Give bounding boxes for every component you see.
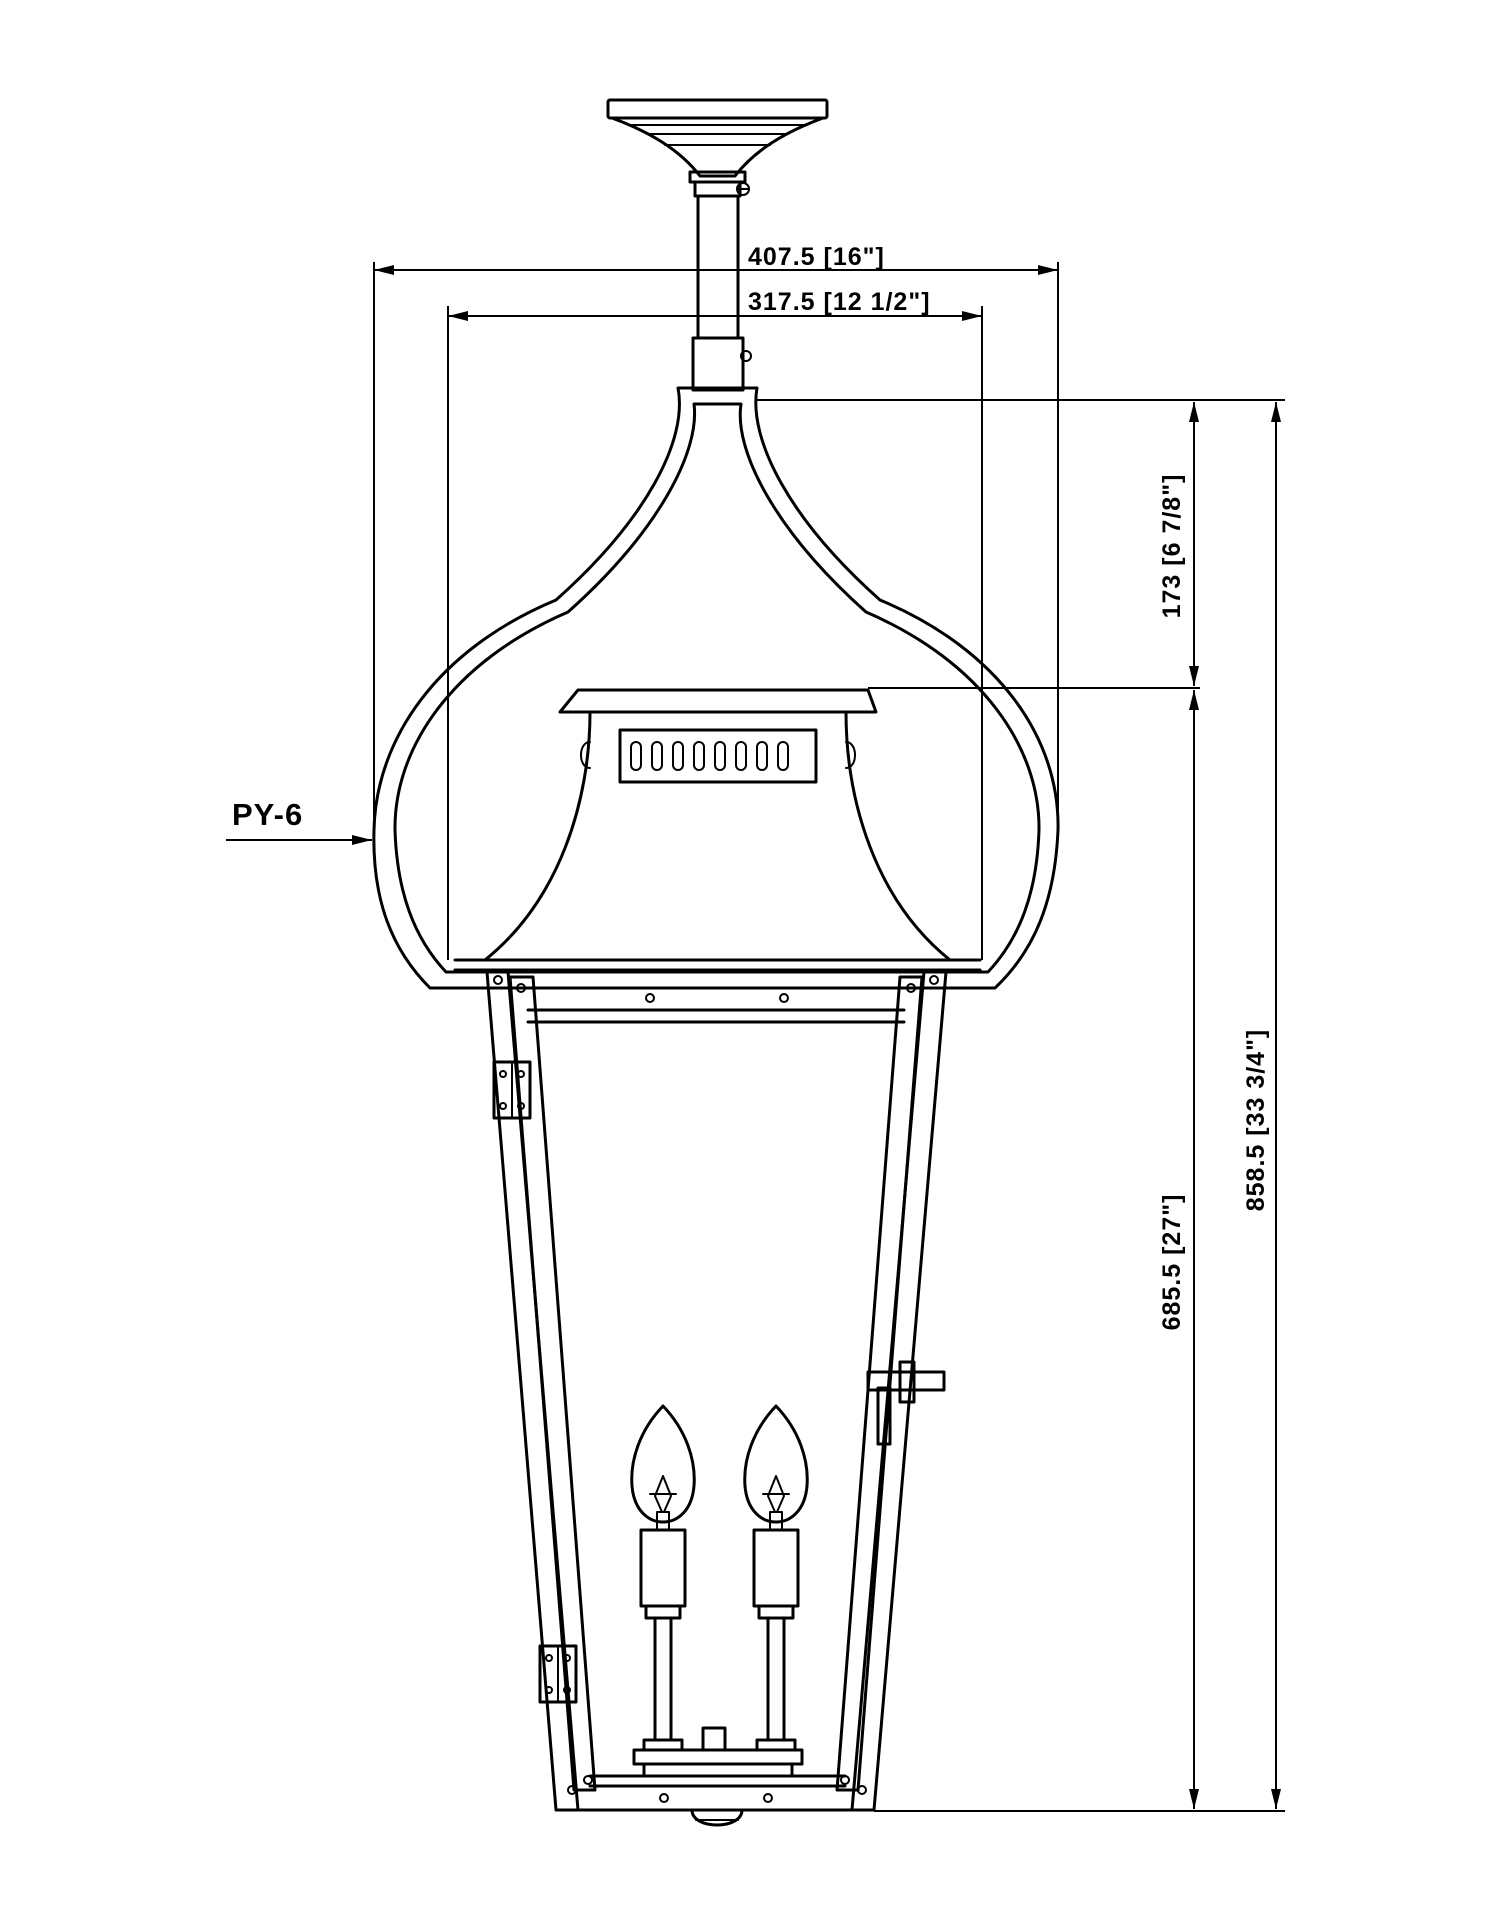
candle-cluster-base bbox=[632, 1726, 804, 1778]
dim-overall-width bbox=[373, 262, 1059, 835]
candle-bulb-left bbox=[630, 1404, 696, 1531]
pendant-stem bbox=[691, 194, 745, 392]
top-height-label: 173 [6 7/8"] bbox=[1158, 474, 1186, 619]
upper-hinge bbox=[492, 1060, 532, 1120]
vent-panel bbox=[618, 728, 818, 784]
stem-set-screw bbox=[740, 350, 752, 362]
overall-width-label: 407.5 [16"] bbox=[748, 243, 885, 271]
canopy-set-screw bbox=[736, 182, 750, 196]
candle-bulb-right bbox=[743, 1404, 809, 1531]
inner-hood bbox=[453, 688, 982, 972]
bottom-finial bbox=[690, 1808, 744, 1827]
onion-dome bbox=[372, 386, 1060, 990]
lower-hinge bbox=[538, 1644, 578, 1704]
candle-socket-left bbox=[639, 1528, 687, 1752]
ceiling-canopy bbox=[606, 98, 829, 198]
dim-heights-extension-lines bbox=[757, 399, 1285, 1812]
dim-inner-width bbox=[447, 306, 983, 960]
overall-height-label: 858.5 [33 3/4"] bbox=[1242, 1029, 1270, 1212]
inner-width-label: 317.5 [12 1/2"] bbox=[748, 288, 931, 316]
door-latch bbox=[866, 1360, 946, 1446]
callout-label: PY-6 bbox=[232, 797, 303, 832]
body-height-label: 685.5 [27"] bbox=[1158, 1194, 1186, 1331]
candle-socket-right bbox=[752, 1528, 800, 1752]
